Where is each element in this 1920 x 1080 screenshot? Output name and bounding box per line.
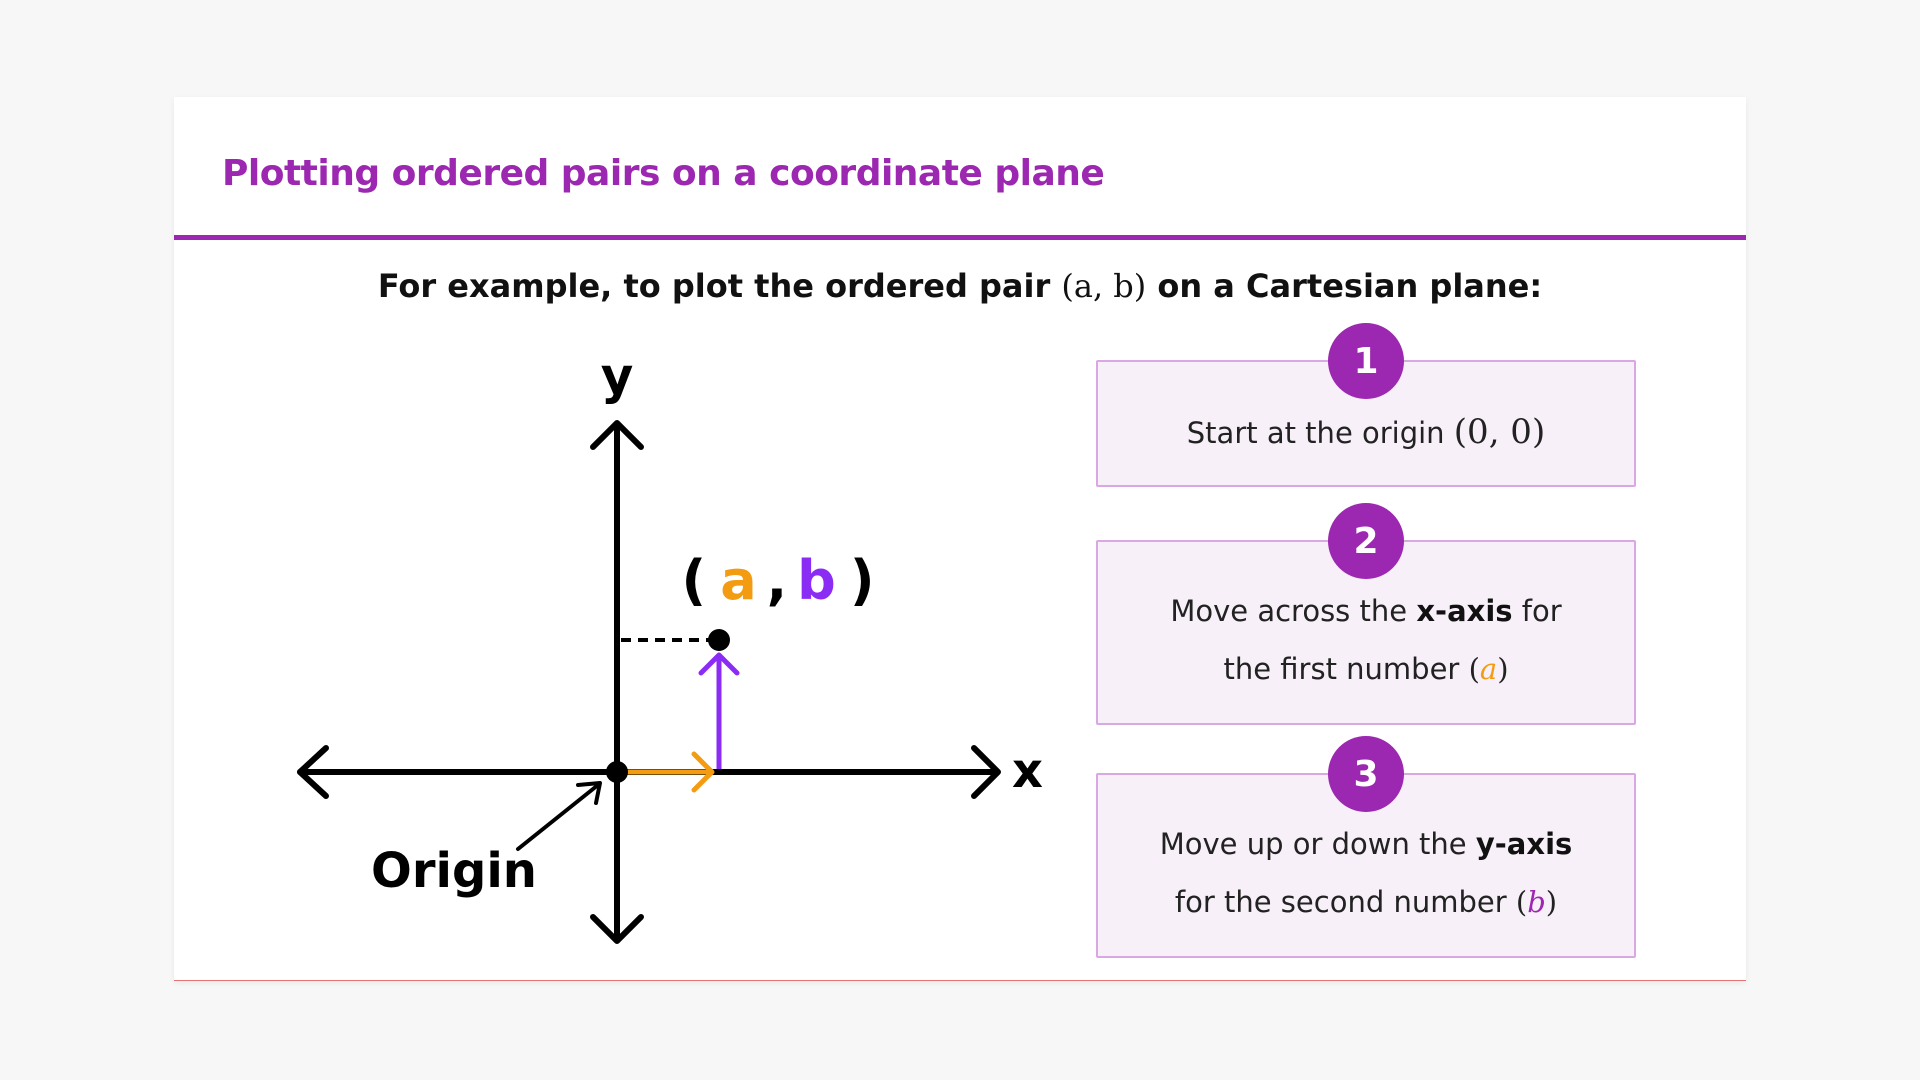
intro-before: For example, to plot the ordered pair [377,267,1062,305]
step-2-line-2: the first number (a) [1223,651,1509,686]
step-3-line-2-before: for the second number [1174,884,1516,919]
point-close-paren: ) [850,549,875,612]
point-label: (a,b) [682,549,875,612]
origin-pointer-arrow [516,783,600,851]
bottom-divider [174,980,1746,981]
move-y-arrowhead [698,652,740,676]
step-2-line-2-before: the first number [1223,651,1469,686]
plotted-point [708,629,730,651]
slide-card: Plotting ordered pairs on a coordinate p… [174,97,1746,981]
point-a: a [720,549,756,612]
point-comma: , [767,549,788,612]
step-3-line-1: Move up or down the y-axis [1160,801,1573,873]
point-open-paren: ( [682,549,707,612]
x-axis-right-arrow [971,745,1001,799]
step-1-text: Start at the origin (0, 0) [1187,385,1545,462]
step-3-line-1-before: Move up or down the [1159,826,1476,861]
x-axis-left-arrow [297,745,329,799]
step-2-number: 2 [1328,503,1404,579]
step-2-x-axis: x-axis [1416,593,1513,628]
y-axis-down-arrow [590,914,644,944]
x-axis-label: x [1012,743,1043,799]
move-x-arrowhead [691,751,715,793]
step-2-var-a: a [1479,651,1498,686]
slide-title: Plotting ordered pairs on a coordinate p… [222,153,1105,194]
step-3-number: 3 [1328,736,1404,812]
origin-pointer-arrowhead [576,781,602,805]
step-2-line-1-before: Move across the [1170,593,1417,628]
origin-label: Origin [371,843,537,899]
intro-after: on a Cartesian plane: [1146,267,1543,305]
step-3-y-axis: y-axis [1475,826,1573,861]
step-2-line-1: Move across the x-axis for [1170,568,1561,640]
intro-pair: (a, b) [1061,267,1147,305]
step-3-line-2: for the second number (b) [1174,884,1558,919]
step-2-box: Move across the x-axis for the first num… [1096,540,1636,725]
step-1-number: 1 [1328,323,1404,399]
step-1-math: (0, 0) [1453,412,1546,452]
y-axis-up-arrow [590,420,644,450]
intro-text: For example, to plot the ordered pair (a… [174,267,1746,305]
point-b: b [797,549,836,612]
origin-point [606,761,628,783]
coordinate-diagram: y x (a,b) Origin [297,347,1043,944]
step-3-var-b: b [1527,884,1546,919]
y-axis-label: y [601,347,634,405]
step-2-line-1-after: for [1512,593,1562,628]
step-1-label: Start at the origin [1186,416,1454,450]
title-divider [174,235,1746,240]
